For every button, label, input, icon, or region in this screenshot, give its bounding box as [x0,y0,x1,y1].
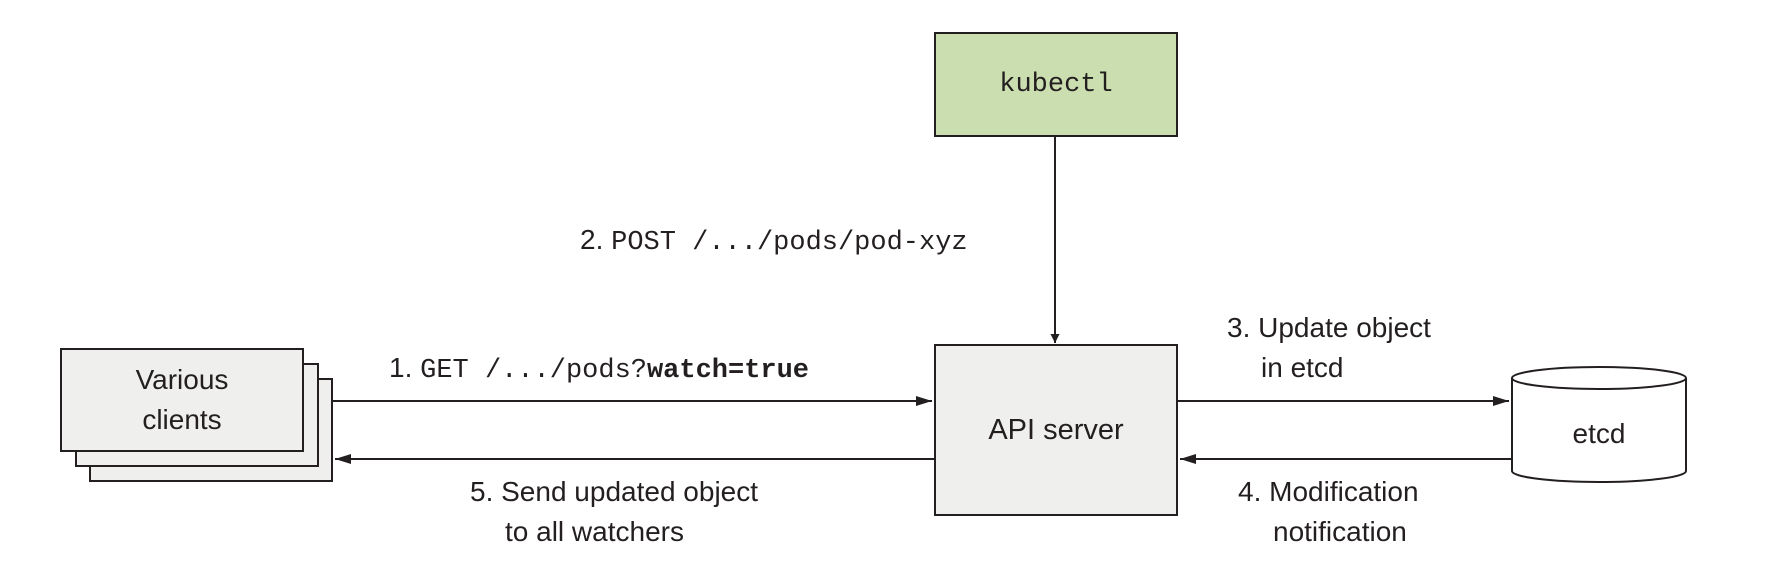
kubectl-text: kubectl [999,69,1113,100]
step1-label: 1. GET /.../pods?watch=true [389,348,809,391]
etcd-label: etcd [1512,394,1686,474]
step3-line1: 3. Update object [1227,312,1431,343]
step5-line1: 5. Send updated object [470,476,759,507]
clients-box-front [60,348,304,452]
etcd-text: etcd [1572,418,1626,449]
clients-text-line2: clients [142,404,222,435]
kubectl-label: kubectl [935,33,1177,136]
step1-code-bold: watch=true [646,356,810,386]
step5-line2: to all watchers [505,516,684,547]
step2-label: 2. POST /.../pods/pod-xyz [580,220,968,263]
step4-line2: notification [1273,516,1407,547]
api-server-box [934,344,1178,516]
step2-code: POST /.../pods/pod-xyz [611,228,968,258]
api-server-label: API server [935,345,1177,515]
step5-label: 5. Send updated object to all watchers [470,472,758,552]
step3-label: 3. Update object in etcd [1227,308,1431,388]
clients-label: Various clients [61,349,303,451]
step3-line2: in etcd [1261,352,1344,383]
step4-line1: 4. Modification [1238,476,1419,507]
step2-number: 2. [580,224,604,255]
step4-label: 4. Modification notification [1238,472,1419,552]
step1-number: 1. [389,352,413,383]
clients-text-line1: Various [135,364,229,395]
step1-code: GET /.../pods? [420,356,647,386]
kubectl-box [934,32,1178,137]
api-server-text: API server [988,414,1124,446]
etcd-cylinder [1511,366,1687,483]
